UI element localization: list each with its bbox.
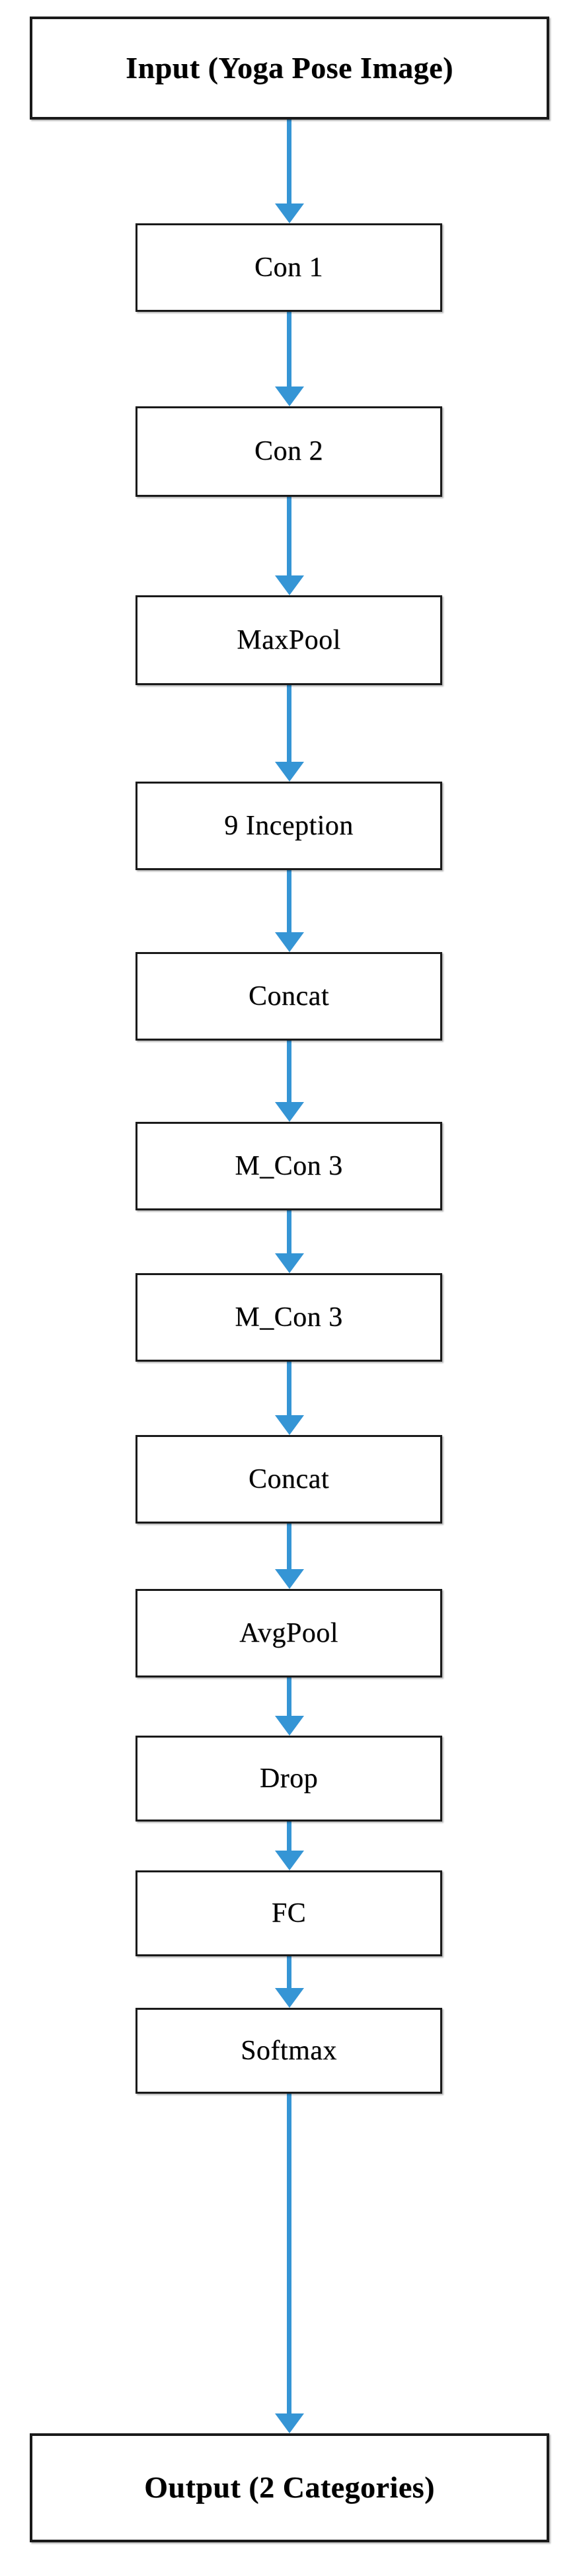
arrow-shaft xyxy=(287,120,291,206)
arrow-shaft xyxy=(287,312,291,389)
arrowhead-icon xyxy=(275,932,304,952)
arrow-softmax-to-output xyxy=(0,2094,577,2433)
arrow-concat2-to-avgpool xyxy=(0,1524,577,1589)
node-label-con1: Con 1 xyxy=(254,252,323,283)
arrowhead-icon xyxy=(275,1988,304,2008)
arrowhead-icon xyxy=(275,1716,304,1736)
arrowhead-icon xyxy=(275,575,304,595)
node-mcon3b[interactable]: M_Con 3 xyxy=(135,1273,442,1362)
arrow-shaft xyxy=(287,685,291,764)
node-label-fc: FC xyxy=(271,1897,307,1929)
node-con2[interactable]: Con 2 xyxy=(135,406,442,497)
arrow-shaft xyxy=(287,1956,291,1991)
arrow-shaft xyxy=(287,1362,291,1418)
arrow-drop-to-fc xyxy=(0,1822,577,1870)
arrow-avgpool-to-drop xyxy=(0,1677,577,1736)
arrow-inception-to-concat1 xyxy=(0,870,577,952)
arrowhead-icon xyxy=(275,1253,304,1273)
node-mcon3a[interactable]: M_Con 3 xyxy=(135,1122,442,1210)
node-maxpool[interactable]: MaxPool xyxy=(135,595,442,685)
arrowhead-icon xyxy=(275,762,304,782)
arrowhead-icon xyxy=(275,1415,304,1435)
arrow-concat1-to-mcon3a xyxy=(0,1041,577,1122)
node-label-concat2: Concat xyxy=(249,1463,329,1494)
arrow-shaft xyxy=(287,2094,291,2416)
node-avgpool[interactable]: AvgPool xyxy=(135,1589,442,1677)
arrow-fc-to-softmax xyxy=(0,1956,577,2008)
arrow-shaft xyxy=(287,497,291,578)
node-drop[interactable]: Drop xyxy=(135,1736,442,1822)
node-input[interactable]: Input (Yoga Pose Image) xyxy=(30,17,549,120)
arrow-shaft xyxy=(287,1822,291,1853)
node-label-softmax: Softmax xyxy=(241,2035,337,2066)
arrowhead-icon xyxy=(275,203,304,223)
node-fc[interactable]: FC xyxy=(135,1870,442,1956)
node-label-con2: Con 2 xyxy=(254,436,323,467)
arrow-con1-to-con2 xyxy=(0,312,577,406)
node-softmax[interactable]: Softmax xyxy=(135,2008,442,2094)
arrowhead-icon xyxy=(275,1569,304,1589)
node-label-drop: Drop xyxy=(259,1763,319,1794)
arrowhead-icon xyxy=(275,1851,304,1870)
node-output[interactable]: Output (2 Categories) xyxy=(30,2433,549,2542)
node-con1[interactable]: Con 1 xyxy=(135,223,442,312)
node-label-input: Input (Yoga Pose Image) xyxy=(126,50,453,85)
node-concat2[interactable]: Concat xyxy=(135,1435,442,1524)
node-inception[interactable]: 9 Inception xyxy=(135,782,442,870)
arrow-maxpool-to-inception xyxy=(0,685,577,782)
node-concat1[interactable]: Concat xyxy=(135,952,442,1041)
arrow-con2-to-maxpool xyxy=(0,497,577,595)
arrow-shaft xyxy=(287,870,291,935)
arrow-mcon3b-to-concat2 xyxy=(0,1362,577,1435)
node-label-avgpool: AvgPool xyxy=(239,1617,338,1648)
node-label-output: Output (2 Categories) xyxy=(144,2470,435,2505)
arrowhead-icon xyxy=(275,1102,304,1122)
arrow-shaft xyxy=(287,1524,291,1572)
node-label-concat1: Concat xyxy=(249,980,329,1012)
arrow-shaft xyxy=(287,1210,291,1256)
arrowhead-icon xyxy=(275,2413,304,2433)
arrow-input-to-con1 xyxy=(0,120,577,223)
node-label-mcon3b: M_Con 3 xyxy=(235,1302,343,1333)
arrowhead-icon xyxy=(275,386,304,406)
node-label-inception: 9 Inception xyxy=(224,810,354,841)
arrow-shaft xyxy=(287,1041,291,1105)
arrow-shaft xyxy=(287,1677,291,1718)
node-label-mcon3a: M_Con 3 xyxy=(235,1150,343,1181)
arrow-mcon3a-to-mcon3b xyxy=(0,1210,577,1273)
node-label-maxpool: MaxPool xyxy=(237,624,341,655)
